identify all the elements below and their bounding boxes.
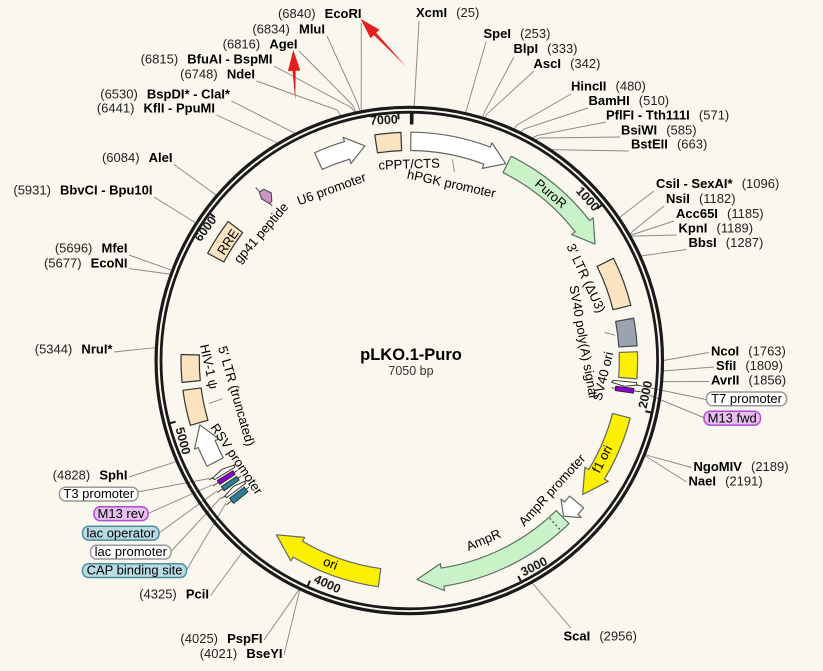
svg-text:M13 rev: M13 rev	[98, 506, 145, 521]
svg-text:PflFI - Tth111I (571): PflFI - Tth111I (571)	[606, 108, 729, 123]
svg-text:NsiI (1182): NsiI (1182)	[666, 191, 736, 206]
svg-text:BbsI (1287): BbsI (1287)	[689, 235, 764, 250]
svg-text:(4025) PspFI: (4025) PspFI	[180, 631, 262, 646]
svg-text:2000: 2000	[636, 379, 656, 409]
svg-text:(5696) MfeI: (5696) MfeI	[55, 241, 128, 256]
svg-text:(6815) BfuAI - BspMI: (6815) BfuAI - BspMI	[141, 52, 273, 67]
svg-text:lac operator: lac operator	[86, 525, 155, 540]
svg-text:(6084) AleI: (6084) AleI	[102, 150, 173, 165]
svg-text:HincII (480): HincII (480)	[571, 79, 646, 94]
svg-text:(6530) BspDI* - ClaI*: (6530) BspDI* - ClaI*	[100, 87, 231, 102]
svg-text:ScaI (2956): ScaI (2956)	[564, 629, 637, 644]
svg-text:lac promoter: lac promoter	[95, 544, 168, 559]
svg-text:7050 bp: 7050 bp	[388, 364, 433, 378]
svg-text:Acc65I (1185): Acc65I (1185)	[676, 206, 764, 221]
svg-text:NgoMIV (2189): NgoMIV (2189)	[694, 459, 789, 474]
svg-text:(6840) EcoRI: (6840) EcoRI	[278, 6, 362, 21]
svg-text:BstEII (663): BstEII (663)	[631, 137, 707, 152]
svg-text:(4021) BseYI: (4021) BseYI	[200, 646, 283, 661]
svg-text:5000: 5000	[173, 426, 194, 456]
svg-text:M13 fwd: M13 fwd	[708, 410, 757, 425]
svg-text:(5677) EcoNI: (5677) EcoNI	[44, 256, 128, 271]
svg-text:(4325) PciI: (4325) PciI	[139, 587, 209, 602]
svg-text:CAP binding site: CAP binding site	[87, 563, 183, 578]
svg-text:BamHI (510): BamHI (510)	[589, 93, 670, 108]
svg-text:ori: ori	[321, 554, 340, 573]
svg-text:AscI (342): AscI (342)	[534, 56, 601, 71]
svg-text:(6834) MluI: (6834) MluI	[252, 22, 325, 37]
svg-text:(6748) NdeI: (6748) NdeI	[180, 67, 255, 82]
svg-text:(6441) KflI - PpuMI: (6441) KflI - PpuMI	[97, 101, 215, 116]
svg-text:T7 promoter: T7 promoter	[711, 391, 782, 406]
svg-text:7000: 7000	[370, 113, 398, 128]
svg-text:(5931) BbvCI - Bpu10I: (5931) BbvCI - Bpu10I	[13, 183, 152, 198]
svg-text:SpeI (253): SpeI (253)	[484, 26, 551, 41]
svg-text:CsiI - SexAI* (1096): CsiI - SexAI* (1096)	[656, 176, 779, 191]
svg-text:NcoI (1763): NcoI (1763)	[711, 344, 786, 359]
svg-text:BsiWI (585): BsiWI (585)	[621, 123, 697, 138]
svg-text:(4828) SphI: (4828) SphI	[53, 468, 128, 483]
svg-text:(6816) AgeI: (6816) AgeI	[223, 37, 298, 52]
svg-text:XcmI (25): XcmI (25)	[416, 5, 479, 20]
svg-text:BlpI (333): BlpI (333)	[514, 41, 578, 56]
svg-text:NaeI (2191): NaeI (2191)	[689, 474, 763, 489]
svg-text:KpnI (1189): KpnI (1189)	[679, 221, 754, 236]
svg-text:pLKO.1-Puro: pLKO.1-Puro	[360, 346, 462, 364]
svg-text:(5344) NruI*: (5344) NruI*	[35, 342, 114, 357]
svg-text:T3 promoter: T3 promoter	[63, 486, 134, 501]
svg-text:SfiI (1809): SfiI (1809)	[716, 358, 783, 373]
svg-text:AvrII (1856): AvrII (1856)	[711, 373, 786, 388]
svg-text:cPPT/CTS: cPPT/CTS	[378, 155, 440, 172]
